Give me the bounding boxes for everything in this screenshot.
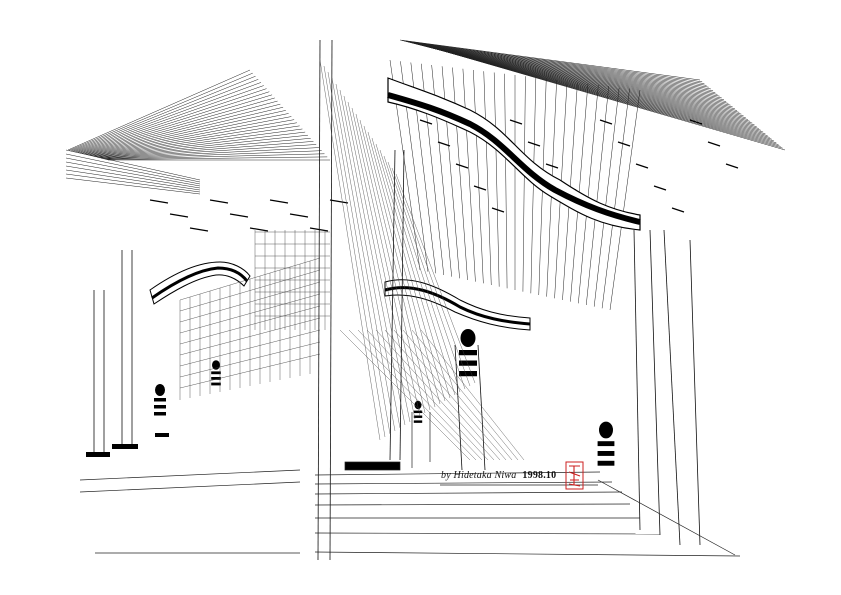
railing-finials <box>154 329 615 466</box>
railing-finial-icon <box>211 360 221 386</box>
artist-name: by Hidetaka Niwa <box>441 470 517 481</box>
columns <box>93 39 701 561</box>
railing-finial-icon <box>459 329 477 377</box>
left-roof-rafters <box>65 69 330 195</box>
artist-credit: by Hidetaka Niwa 1998.10 <box>441 470 556 481</box>
curved-beam-shadow <box>387 92 641 225</box>
curved-lower-beam-shadow <box>384 286 531 326</box>
left-curved-beam-shadow <box>151 266 249 300</box>
left-curved-beam <box>149 261 251 305</box>
railing-finial-icon <box>154 384 166 416</box>
artist-seal <box>565 461 584 490</box>
railing-finial-icon <box>597 421 615 466</box>
bracing-lines <box>319 59 525 461</box>
lattice-windows <box>179 230 330 400</box>
drawing-date: 1998.10 <box>522 470 557 481</box>
roof-underside-hatching <box>149 119 739 232</box>
railing-finial-icon <box>413 400 423 423</box>
column-bases <box>86 433 169 457</box>
stairs-and-floor <box>79 412 741 557</box>
right-roof-rafters <box>389 39 786 311</box>
